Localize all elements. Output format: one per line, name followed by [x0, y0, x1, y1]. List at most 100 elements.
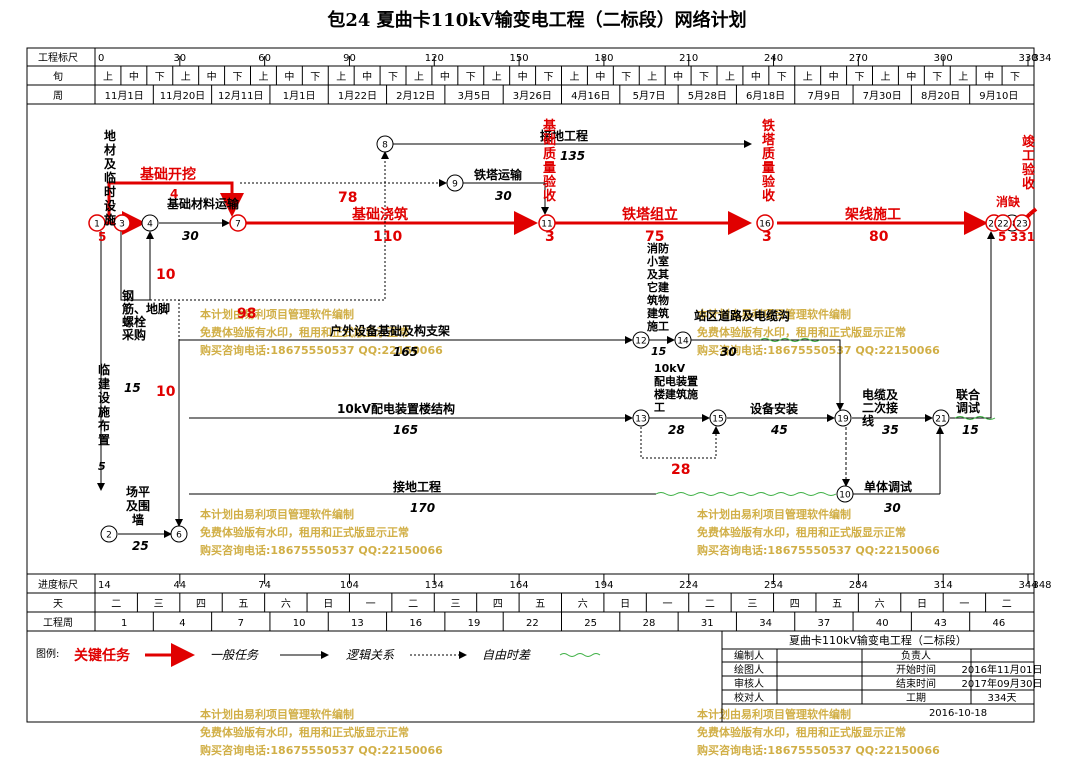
svg-text:它建: 它建 — [647, 280, 670, 294]
bottom-week-0: 1 — [121, 618, 127, 629]
top-row-label-2: 周 — [53, 90, 63, 102]
bottom-tick-7: 224 — [679, 580, 698, 591]
label-lian-d: 15 — [962, 423, 979, 437]
svg-text:本计划由易利项目管理软件编制: 本计划由易利项目管理软件编制 — [200, 507, 354, 521]
bottom-week-5: 16 — [409, 618, 422, 629]
bottom-week-12: 37 — [818, 618, 831, 629]
node-4: 4 — [141, 214, 159, 232]
bottom-week-10: 31 — [701, 618, 714, 629]
svg-text:验: 验 — [762, 174, 776, 190]
node-11: 11 — [538, 214, 556, 232]
label-jiedi1-d: 135 — [560, 149, 585, 163]
critical-path — [97, 181, 1038, 235]
bottom-day-15: 三 — [747, 599, 757, 610]
bottom-tick-5: 164 — [510, 580, 529, 591]
node-13: 13 — [632, 409, 650, 427]
svg-text:免费体验版有水印，租用和正式版显示正常: 免费体验版有水印，租用和正式版显示正常 — [697, 325, 906, 339]
svg-text:联合: 联合 — [956, 387, 981, 402]
info-cell-2-0: 审核人 — [734, 677, 764, 690]
legend-normal: 一般任务 — [210, 648, 259, 662]
svg-text:购买咨询电话:18675550537 QQ:22150066: 购买咨询电话:18675550537 QQ:22150066 — [200, 343, 443, 357]
svg-text:设: 设 — [98, 390, 111, 405]
svg-text:质: 质 — [543, 146, 556, 162]
xun-24: 上 — [725, 71, 735, 83]
label-jun-d: 5 — [998, 230, 1006, 244]
svg-text:工: 工 — [1022, 149, 1035, 164]
top-tick-3: 90 — [343, 53, 356, 64]
label-jiaxian-d: 80 — [869, 229, 889, 245]
label-huwai: 户外设备基础及构支架 — [330, 323, 450, 338]
label-tieta-ys-d: 30 — [495, 189, 512, 203]
bottom-day-3: 五 — [238, 599, 248, 610]
svg-text:验: 验 — [1022, 162, 1036, 178]
xun-17: 下 — [544, 72, 554, 83]
legend-float: 自由时差 — [482, 648, 531, 662]
top-tick-8: 240 — [764, 53, 783, 64]
label-4: 4 — [170, 187, 178, 201]
bottom-week-14: 43 — [934, 618, 947, 629]
svg-text:11: 11 — [541, 220, 552, 230]
label-zu: 铁塔组立 — [622, 206, 678, 223]
label-jiedi2-d: 170 — [410, 501, 435, 515]
info-cell-0-2: 负责人 — [901, 649, 931, 662]
svg-text:14: 14 — [677, 337, 689, 347]
svg-text:本计划由易利项目管理软件编制: 本计划由易利项目管理软件编制 — [697, 507, 851, 521]
svg-text:筑物: 筑物 — [647, 293, 669, 307]
label-10b: 10 — [156, 384, 176, 400]
svg-text:13: 13 — [635, 415, 646, 425]
node-16: 16 — [756, 214, 774, 232]
label-dan-d: 30 — [884, 501, 901, 515]
label-28: 28 — [671, 462, 690, 478]
label-jichu-zl-d: 3 — [545, 229, 555, 245]
bottom-week-9: 28 — [643, 618, 656, 629]
node-21: 21 — [932, 409, 950, 427]
top-week-11: 6月18日 — [746, 90, 785, 102]
xun-5: 下 — [233, 72, 243, 83]
svg-text:量: 量 — [543, 161, 556, 176]
xun-18: 上 — [569, 71, 579, 83]
label-dan: 单体调试 — [864, 479, 912, 494]
xun-26: 下 — [777, 72, 787, 83]
legend-label: 图例: — [36, 647, 59, 660]
xun-20: 下 — [621, 72, 631, 83]
bottom-week-6: 19 — [468, 618, 481, 629]
node-9: 9 — [446, 174, 464, 192]
svg-text:建: 建 — [97, 376, 111, 391]
svg-text:量: 量 — [762, 161, 775, 176]
label-331: 331 — [1010, 230, 1035, 244]
bottom-day-21: 二 — [1002, 599, 1012, 610]
svg-text:调试: 调试 — [956, 400, 980, 415]
bottom-day-6: 一 — [366, 599, 376, 610]
xun-31: 中 — [906, 70, 916, 83]
label-jichu-wa: 基础开挖 — [140, 166, 196, 183]
bottom-day-12: 日 — [620, 599, 630, 610]
bottom-day-17: 五 — [832, 599, 842, 610]
bottom-week-1: 4 — [179, 618, 185, 629]
top-week-1: 11月20日 — [160, 90, 205, 102]
node-12: 12 — [632, 331, 650, 349]
svg-text:12: 12 — [635, 337, 646, 347]
xun-33: 上 — [958, 71, 968, 83]
info-cell-0-0: 编制人 — [734, 649, 764, 662]
bottom-day-16: 四 — [790, 599, 800, 610]
bottom-day-19: 日 — [917, 599, 927, 610]
svg-text:础: 础 — [543, 132, 556, 148]
label-10kv-jg: 10kV配电装置楼结构 — [337, 401, 455, 416]
top-tick-10: 300 — [934, 53, 953, 64]
svg-text:23: 23 — [1016, 220, 1027, 230]
label-jiedi2: 接地工程 — [393, 479, 441, 494]
xun-10: 中 — [362, 70, 372, 83]
svg-text:本计划由易利项目管理软件编制: 本计划由易利项目管理软件编制 — [200, 307, 354, 321]
svg-text:免费体验版有水印，租用和正式版显示正常: 免费体验版有水印，租用和正式版显示正常 — [200, 325, 409, 339]
xun-6: 上 — [258, 71, 268, 83]
bottom-tick-end: 348 — [1032, 580, 1051, 591]
xun-14: 下 — [466, 72, 476, 83]
xun-7: 中 — [284, 70, 294, 83]
node-3: 3 — [113, 214, 131, 232]
bottom-day-7: 二 — [408, 599, 418, 610]
xun-27: 上 — [803, 71, 813, 83]
